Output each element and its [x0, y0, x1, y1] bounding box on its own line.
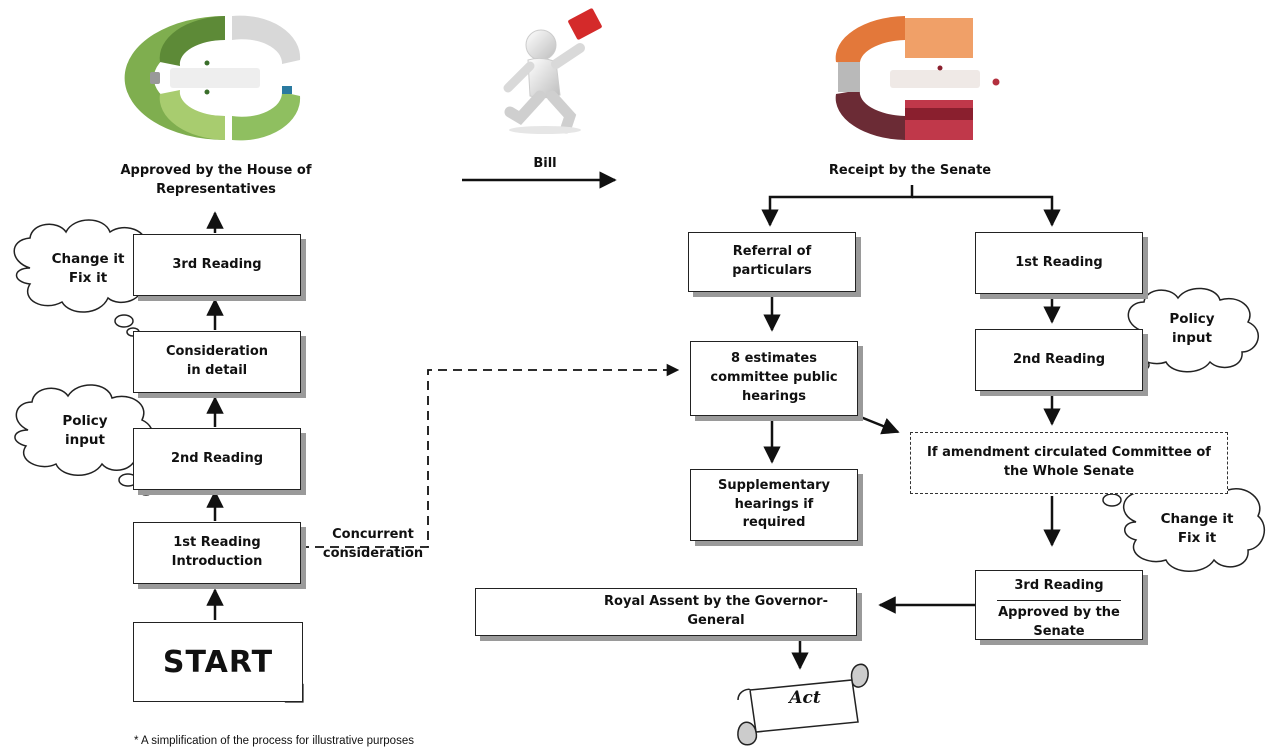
house-chamber-icon [124, 15, 301, 141]
senate-receipt-label: Receipt by the Senate [828, 163, 992, 178]
running-figure-icon [503, 29, 585, 134]
footnote: * A simplification of the process for il… [134, 735, 414, 747]
royal-assent-text: Royal Assent by the Governor-General [604, 594, 828, 628]
house-consideration-text: Consideration in detail [165, 344, 269, 378]
royal-assent-box: Royal Assent by the Governor-General [475, 588, 857, 636]
senate-chamber-icon [835, 16, 1000, 140]
start-text: START [162, 644, 274, 680]
senate-third-reading-divider [997, 599, 1121, 601]
senate-referral-box: Referral of particulars [688, 232, 856, 292]
senate-approved-text: Approved by the Senate [998, 604, 1120, 639]
scroll-icon [737, 663, 869, 746]
act-label: Act [789, 688, 821, 708]
senate-committee-text: If amendment circulated Committee of the… [927, 445, 1211, 479]
house-first-reading: 1st Reading Introduction [133, 522, 301, 584]
house-second-reading: 2nd Reading [133, 428, 301, 490]
house-second-reading-text: 2nd Reading [170, 450, 264, 466]
house-consideration-in-detail: Consideration in detail [133, 331, 301, 393]
bill-label: Bill [533, 156, 557, 171]
concurrent-consideration-label: Concurrent consideration [322, 527, 424, 561]
house-first-reading-text: 1st Reading Introduction [171, 535, 263, 569]
house-cloud-policy-text: Policy input [62, 413, 108, 448]
senate-second-reading-text: 2nd Reading [1012, 351, 1106, 367]
senate-third-reading-text: 3rd Reading [1014, 578, 1104, 593]
cloud-change-right [1096, 476, 1266, 572]
senate-committee-box: If amendment circulated Committee of the… [910, 432, 1228, 494]
senate-estimates-text: 8 estimates committee public hearings [710, 351, 838, 404]
house-third-reading-text: 3rd Reading [172, 256, 262, 272]
house-cloud-change-text: Change it Fix it [51, 251, 125, 286]
house-third-reading: 3rd Reading [133, 234, 301, 296]
senate-first-reading-box: 1st Reading [975, 232, 1143, 294]
senate-third-reading-box: 3rd Reading Approved by the Senate [975, 570, 1143, 640]
senate-supplementary-text: Supplementary hearings if required [718, 477, 830, 531]
envelope-icon [568, 8, 602, 40]
house-approved-label: Approved by the House of Representatives [120, 163, 312, 197]
senate-estimates-box: 8 estimates committee public hearings [690, 341, 858, 416]
senate-cloud-policy-text: Policy input [1169, 311, 1215, 346]
senate-first-reading-text: 1st Reading [1015, 254, 1103, 270]
start-box: START [133, 622, 303, 702]
senate-supplementary-box: Supplementary hearings if required [690, 469, 858, 541]
senate-referral-text: Referral of particulars [732, 244, 812, 278]
senate-cloud-change-text: Change it Fix it [1160, 511, 1234, 546]
senate-second-reading-box: 2nd Reading [975, 329, 1143, 391]
